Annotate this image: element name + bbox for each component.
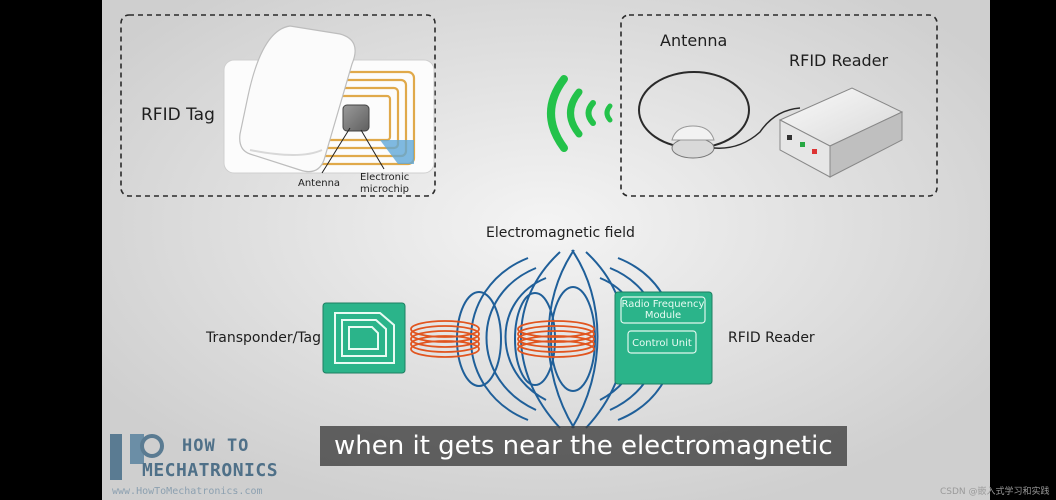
rfid-tag-title: RFID Tag: [141, 105, 215, 125]
logo-line2: MECHATRONICS: [142, 460, 279, 481]
rf-module-line2: Module: [645, 310, 681, 321]
rfid-reader-label: RFID Reader: [728, 330, 815, 346]
rfid-reader-box-icon: [778, 87, 904, 178]
reader-module-block: Radio Frequency Module Control Unit: [614, 291, 713, 385]
rfid-tag-illustration: [223, 25, 435, 174]
rfid-reader-title: RFID Reader: [789, 51, 889, 70]
logo-url: www.HowToMechatronics.com: [112, 486, 263, 497]
transponder-tag-label: Transponder/Tag: [206, 330, 321, 346]
control-unit-label: Control Unit: [632, 338, 692, 349]
reader-panel-border: [620, 14, 938, 197]
rf-module-line1: Radio Frequency: [622, 299, 705, 310]
mechatronics-logo-icon: [108, 432, 168, 487]
electromagnetic-field-label: Electromagnetic field: [486, 225, 635, 241]
video-subtitle: when it gets near the electromagnetic: [320, 426, 847, 466]
coil-right: [517, 320, 595, 358]
transponder-tag-block: [322, 302, 406, 374]
chip-label-line1: Electronic: [360, 172, 410, 183]
logo-line1: HOW TO: [182, 436, 250, 456]
reader-antenna-label: Antenna: [660, 31, 728, 50]
radio-wave-icon: [547, 75, 613, 152]
rf-module-box: [620, 296, 706, 324]
control-unit-box: [627, 330, 697, 354]
reader-antenna-illustration: [638, 71, 801, 159]
tag-panel-border: [120, 14, 436, 197]
csdn-watermark: CSDN @嵌入式学习和实践: [940, 487, 1050, 497]
coil-left: [410, 320, 480, 358]
tag-antenna-label: Antenna: [298, 178, 341, 189]
chip-label-line2: microchip: [360, 184, 409, 195]
